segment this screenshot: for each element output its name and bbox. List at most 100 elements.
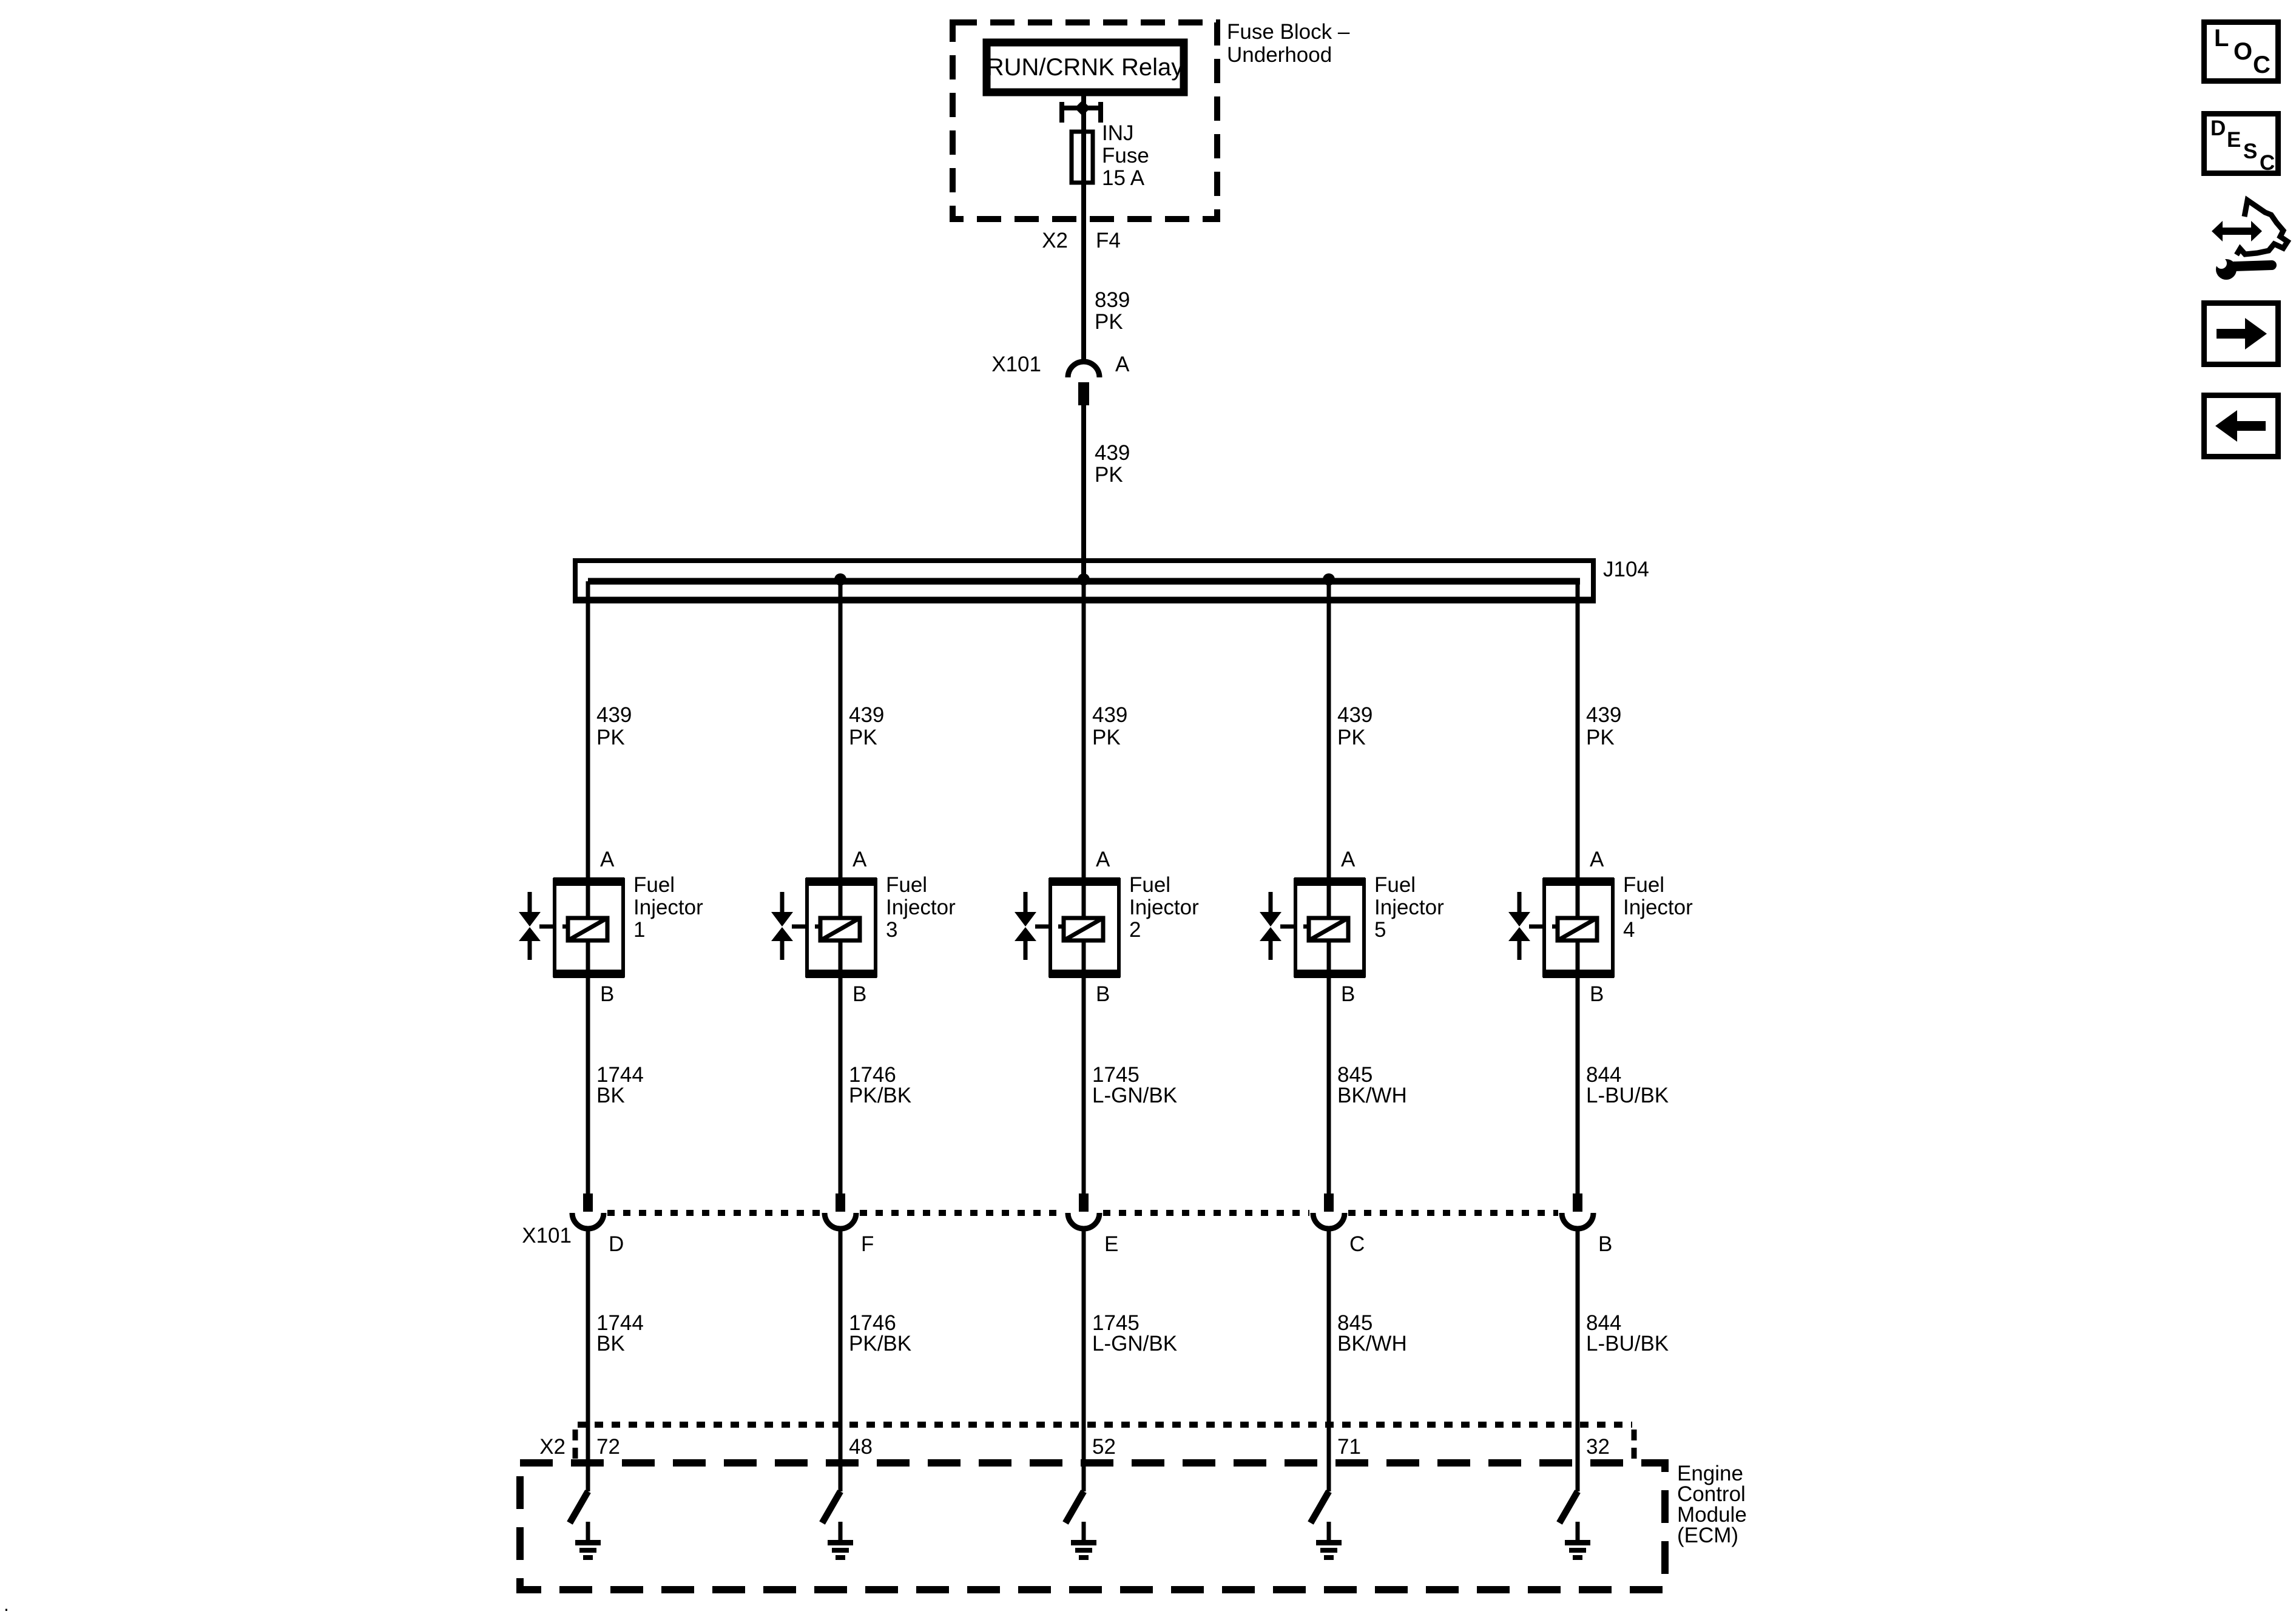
part-outline [2234, 195, 2292, 257]
x101-cavity-label: F [861, 1232, 874, 1256]
pin-label-bottom: B [1590, 982, 1604, 1006]
ecm-driver-switch [1556, 1490, 1590, 1560]
wire-color-label: PK [1095, 463, 1123, 487]
fuse-word-label: Fuse [1102, 144, 1149, 167]
next-page-button[interactable] [2201, 300, 2281, 367]
loc-letter-l: L [2214, 25, 2229, 52]
injector-number: 2 [1129, 918, 1141, 942]
wire-circuit-label: 439 [1092, 703, 1127, 727]
injector-circuit-column-3: 439 PK A Fuel Injector 2 B 1745 L-GN [1015, 581, 1199, 1560]
wire-circuit-label: 839 [1095, 288, 1130, 312]
ecm-driver-switch [1308, 1490, 1342, 1560]
injector-valve-symbol [1260, 892, 1309, 960]
wire-color-label: L-BU/BK [1586, 1332, 1669, 1355]
ground-symbol [1071, 1540, 1096, 1560]
x2-cavity-label: 48 [849, 1435, 873, 1459]
wire-color-label: PK/BK [849, 1332, 911, 1355]
wire-circuit-label: 1745 [1092, 1311, 1140, 1335]
wire-circuit-label: 439 [1095, 441, 1130, 465]
arrow-left-icon [2215, 410, 2266, 442]
injector-name-line2: Injector [886, 896, 956, 919]
injector-name-line1: Fuel [1129, 873, 1170, 897]
injector-valve-symbol [519, 892, 568, 960]
ecm-driver-switch [819, 1490, 853, 1560]
desc-letter-e: E [2227, 128, 2241, 152]
pin-label-top: A [853, 848, 867, 871]
inj-fuse-symbol [1069, 129, 1095, 185]
tools-button[interactable] [2192, 193, 2295, 284]
injector-circuit-column-4: 439 PK A Fuel Injector 5 B 845 BK/WH [1260, 581, 1444, 1560]
relay-terminal-clip-symbol [1059, 100, 1103, 123]
fuse-block-underhood: Fuse Block – Underhood RUN/CRNK Relay IN… [950, 19, 1350, 363]
wire-circuit-label: 1744 [596, 1311, 644, 1335]
injector-valve-symbol [1508, 892, 1558, 960]
previous-page-button[interactable] [2201, 393, 2281, 459]
loc-button[interactable]: L O C [2201, 19, 2281, 84]
wire-circuit-label: 845 [1337, 1063, 1373, 1087]
ground-symbol [575, 1540, 601, 1560]
x101-connector-symbol [1559, 1193, 1596, 1232]
loc-letter-o: O [2234, 38, 2253, 65]
wire-color-label: PK [596, 726, 625, 749]
injector-valve-symbol [1015, 892, 1064, 960]
run-crnk-relay-box [982, 38, 1188, 96]
pin-label-top: A [1590, 848, 1604, 871]
wire-color-label: BK [596, 1084, 625, 1107]
ecm-driver-switch [1062, 1490, 1096, 1560]
x101-connector-symbol [1310, 1193, 1348, 1232]
run-crnk-relay-label: RUN/CRNK Relay [987, 54, 1184, 81]
pin-label-top: A [600, 848, 615, 871]
splice-label: J104 [1603, 558, 1649, 581]
x101-connector-symbol [1065, 1193, 1102, 1232]
desc-button[interactable]: D E S C [2201, 111, 2281, 176]
desc-letter-s: S [2243, 140, 2258, 163]
injector-name-line2: Injector [633, 896, 703, 919]
ecm-title-line3: Module [1677, 1503, 1747, 1527]
x101-row-label: X101 [522, 1224, 572, 1247]
wire-circuit-label: 439 [1337, 703, 1373, 727]
fuel-injector-symbol [771, 877, 877, 978]
injector-name-line1: Fuel [886, 873, 927, 897]
x101-connector-row: X101 [522, 1210, 1558, 1247]
junction-dot [834, 573, 846, 586]
wire-color-label: PK [1095, 310, 1123, 334]
fuse-block-title-line2: Underhood [1227, 43, 1332, 67]
x101-connector-symbol [569, 1193, 607, 1232]
ground-symbol [1565, 1540, 1590, 1560]
wire-color-label: PK [849, 726, 877, 749]
injector-number: 4 [1623, 918, 1635, 942]
wrench-glyph [2210, 251, 2277, 280]
wire-circuit-label: 844 [1586, 1063, 1621, 1087]
x2-connector-row: X2 [539, 1422, 1637, 1460]
wire-color-label: PK [1337, 726, 1366, 749]
desc-letter-d: D [2210, 116, 2226, 140]
inline-connector-name: X101 [991, 353, 1041, 376]
x2-cavity-label: 32 [1586, 1435, 1610, 1459]
loc-letter-c: C [2253, 52, 2271, 78]
fuel-injector-symbol [1015, 877, 1121, 978]
ecm-dashed-outline [516, 1459, 1669, 1593]
ecm-title-line2: Control [1677, 1482, 1746, 1506]
ecm-driver-switch [567, 1490, 601, 1560]
injector-name-line1: Fuel [1374, 873, 1416, 897]
fuel-injector-symbol [519, 877, 625, 978]
x101-cavity-label: E [1104, 1232, 1118, 1256]
wire-circuit-label: 1744 [596, 1063, 644, 1087]
ground-symbol [1316, 1540, 1342, 1560]
fuse-block-connector-label: X2 [1042, 229, 1068, 252]
injector-circuit-column-2: 439 PK A Fuel Injector 3 B 1746 PK/B [771, 581, 956, 1560]
wire-color-label: L-GN/BK [1092, 1084, 1177, 1107]
wire-color-label: L-BU/BK [1586, 1084, 1669, 1107]
wire-circuit-label: 1745 [1092, 1063, 1140, 1087]
pin-label-bottom: B [600, 982, 614, 1006]
pin-label-bottom: B [1096, 982, 1110, 1006]
wire-color-label: PK [1586, 726, 1615, 749]
fuse-rating-label: 15 A [1102, 166, 1145, 190]
ecm-title-line1: Engine [1677, 1462, 1743, 1485]
inline-connector-cavity: A [1115, 353, 1130, 376]
junction-dot [1323, 573, 1335, 586]
supply-circuit: 839 PK X101 A 439 PK [991, 288, 1130, 579]
double-arrow [2212, 221, 2262, 241]
